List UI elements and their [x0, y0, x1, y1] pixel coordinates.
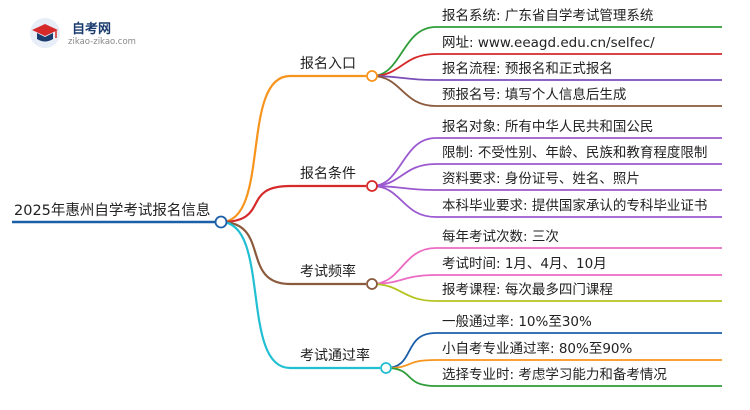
branch-label: 报名入口 [300, 56, 356, 72]
branch-connector [220, 220, 291, 286]
leaf-label: 每年考试次数: 三次 [442, 229, 559, 245]
graduation-cap-icon [30, 18, 60, 48]
root-node[interactable] [214, 215, 228, 229]
branch-node[interactable] [366, 70, 378, 82]
leaf-label: 资料要求: 身份证号、姓名、照片 [442, 171, 640, 187]
root-node-label: 2025年惠州自学考试报名信息 [14, 203, 211, 219]
branch-node[interactable] [380, 362, 392, 374]
leaf-label: 报名对象: 所有中华人民共和国公民 [442, 119, 654, 135]
branch-label: 考试通过率 [300, 348, 370, 364]
branch-node[interactable] [366, 278, 378, 290]
logo-subtitle: zikao-zikao.com [68, 37, 136, 47]
leaf-connector [371, 75, 437, 107]
leaf-connector [371, 53, 437, 77]
leaf-connector [371, 185, 437, 218]
leaf-label: 小自考专业通过率: 80%至90% [442, 341, 633, 357]
leaf-label: 报名流程: 预报名和正式报名 [442, 61, 613, 77]
branch-node[interactable] [366, 180, 378, 192]
leaf-connector [371, 283, 437, 302]
leaf-connector [371, 26, 437, 77]
leaf-connector [371, 274, 437, 285]
leaf-connector [385, 332, 437, 369]
leaf-label: 选择专业时: 考虑学习能力和备考情况 [442, 367, 667, 383]
logo: 自考网 zikao-zikao.com [28, 14, 148, 54]
leaf-label: 一般通过率: 10%至30% [442, 314, 592, 330]
leaf-label: 报名系统: 广东省自学考试管理系统 [442, 8, 654, 24]
leaf-label: 报考课程: 每次最多四门课程 [442, 282, 613, 298]
leaf-label: 考试时间: 1月、4月、10月 [442, 256, 607, 272]
leaf-label: 预报名号: 填写个人信息后生成 [442, 87, 627, 103]
branch-label: 报名条件 [300, 166, 356, 182]
branch-connector [220, 184, 291, 224]
leaf-label: 限制: 不受性别、年龄、民族和教育程度限制 [442, 145, 708, 161]
leaf-label: 本科毕业要求: 提供国家承认的专科毕业证书 [442, 198, 708, 214]
leaf-connector [371, 137, 437, 187]
leaf-connector [385, 367, 437, 387]
branch-connector [220, 220, 291, 370]
logo-title: 自考网 [72, 22, 112, 37]
branch-label: 考试频率 [300, 264, 356, 280]
leaf-connector [371, 163, 437, 187]
leaf-label: 网址: www.eeagd.edu.cn/selfec/ [442, 35, 655, 51]
branch-connector [220, 74, 291, 224]
